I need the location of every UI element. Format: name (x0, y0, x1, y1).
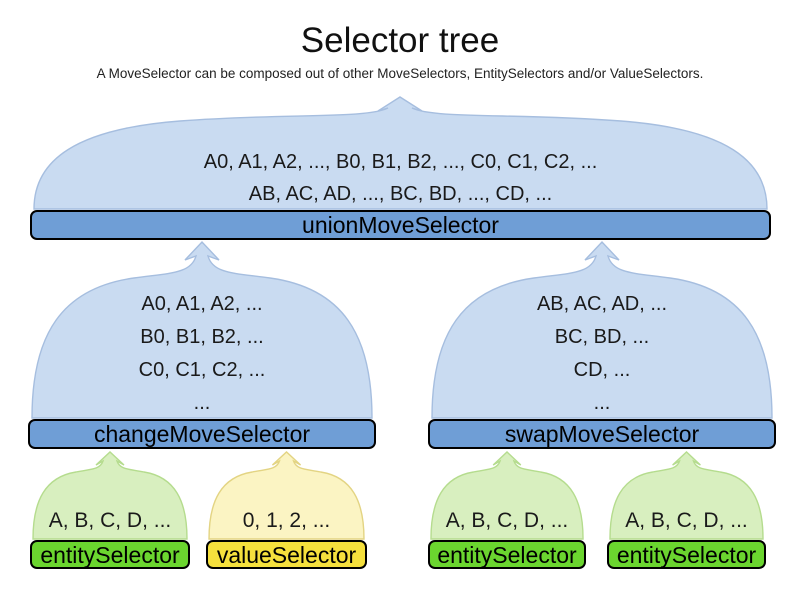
entity-cloud-arrow-shape-2 (430, 451, 584, 540)
change-values-line3: C0, C1, C2, ... (138, 359, 266, 381)
union-values-line1: A0, A1, A2, ..., B0, B1, B2, ..., C0, C1… (203, 151, 598, 173)
page-subtitle: A MoveSelector can be composed out of ot… (96, 66, 704, 81)
swap-cloud-arrow-shape (431, 240, 773, 419)
entity-cloud-arrow-shape-1 (32, 451, 188, 540)
entity-selector-bar-3: entitySelector (607, 540, 766, 569)
swap-values-line4: ... (593, 392, 611, 414)
change-values-line2: B0, B1, B2, ... (140, 326, 264, 348)
swap-move-selector-bar: swapMoveSelector (428, 419, 776, 449)
change-cloud-values: A0, A1, A2, ... B0, B1, B2, ... C0, C1, … (28, 288, 376, 420)
entity-cloud-values-3: A, B, C, D, ... (625, 509, 748, 532)
swap-cloud-values: AB, AC, AD, ... BC, BD, ... CD, ... ... (428, 288, 776, 420)
value-cloud-arrow-shape (208, 451, 365, 540)
page-title: Selector tree (300, 21, 500, 60)
value-cloud-values: 0, 1, 2, ... (242, 509, 331, 532)
union-values-line2: AB, AC, AD, ..., BC, BD, ..., CD, ... (248, 183, 553, 205)
value-selector-bar: valueSelector (206, 540, 367, 569)
union-cloud-arrow-shape (33, 96, 768, 210)
swap-values-line1: AB, AC, AD, ... (536, 293, 668, 315)
entity-selector-bar-1: entitySelector (30, 540, 190, 569)
union-cloud-values: A0, A1, A2, ..., B0, B1, B2, ..., C0, C1… (30, 146, 771, 210)
union-move-selector-bar: unionMoveSelector (30, 210, 771, 240)
entity-cloud-arrow-shape-3 (609, 451, 764, 540)
change-cloud-arrow-shape (31, 240, 373, 419)
entity-cloud-values-1: A, B, C, D, ... (48, 509, 172, 532)
swap-values-line2: BC, BD, ... (554, 326, 650, 348)
change-values-line4: ... (193, 392, 211, 414)
change-move-selector-bar: changeMoveSelector (28, 419, 376, 449)
entity-selector-bar-2: entitySelector (428, 540, 586, 569)
swap-values-line3: CD, ... (573, 359, 631, 381)
change-values-line1: A0, A1, A2, ... (141, 293, 263, 315)
entity-cloud-values-2: A, B, C, D, ... (445, 509, 569, 532)
